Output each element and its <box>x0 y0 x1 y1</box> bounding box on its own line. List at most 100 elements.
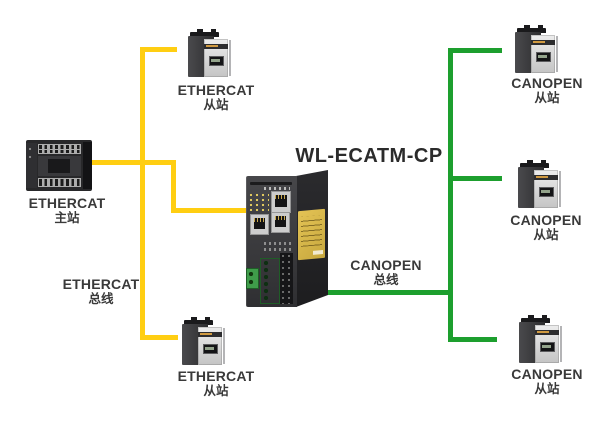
terminal-row-icon <box>39 179 80 183</box>
label-protocol: ETHERCAT <box>177 82 255 98</box>
label-protocol: ETHERCAT <box>28 195 106 211</box>
drive-foot <box>528 315 534 319</box>
canopen-slave-bottom-label: CANOPEN 从站 <box>511 367 582 397</box>
drive-display-readout <box>205 347 214 350</box>
drive-heatsink-fin <box>229 40 231 76</box>
canopen-slave-top-label: CANOPEN 从站 <box>511 76 582 106</box>
label-role: 从站 <box>534 382 560 396</box>
ethercat-master-device <box>26 140 92 191</box>
rj45-port-icon <box>271 212 290 233</box>
drive-display-readout <box>211 59 220 62</box>
drive-foot <box>211 29 216 33</box>
ethercat-bus-label: ETHERCAT 总线 <box>63 277 140 307</box>
drive-display-readout <box>541 190 550 193</box>
drive-heatsink-fin <box>223 328 225 364</box>
label-kind: 总线 <box>88 292 114 306</box>
plc-terminal-strip-top <box>38 144 81 154</box>
drive-heatsink-fin <box>560 326 562 362</box>
label-protocol: ETHERCAT <box>177 368 255 384</box>
canopen-bus-segment-gateway-out <box>300 290 453 295</box>
drive-display-readout <box>538 55 547 58</box>
gateway-vent-slot <box>250 182 292 185</box>
rj45-port-icon <box>271 191 291 213</box>
canopen-bus-label: CANOPEN 总线 <box>350 258 421 288</box>
drive-foot <box>542 315 547 319</box>
drive-heatsink-fin <box>556 36 558 72</box>
canopen-slave-top-device <box>515 25 559 73</box>
ethercat-slave-top-device <box>188 29 232 77</box>
ethercat-bus-segment-master-feed <box>90 160 176 165</box>
label-protocol: CANOPEN <box>511 366 583 382</box>
ethercat-bus-segment-branch-bottom <box>140 335 178 340</box>
drive-logo-icon <box>533 41 545 43</box>
label-protocol: CANOPEN <box>510 212 582 228</box>
drive-logo-icon <box>200 333 212 335</box>
drive-top-cap <box>184 320 213 325</box>
ethercat-slave-top-label: ETHERCAT 从站 <box>178 83 255 113</box>
canopen-bus-segment-trunk <box>448 48 453 342</box>
gateway-led-labels <box>264 187 290 190</box>
sticker-code-patch <box>313 249 323 255</box>
ethercat-bus-segment-connector-v <box>171 160 176 213</box>
label-role: 从站 <box>203 384 229 398</box>
drive-foot <box>541 160 546 164</box>
canopen-slave-middle-device <box>518 160 562 208</box>
drive-foot <box>197 29 203 33</box>
canopen-bus-segment-branch-middle <box>448 176 502 181</box>
terminal-row-icon <box>39 149 80 153</box>
ethercat-bus-segment-trunk <box>140 47 145 340</box>
label-protocol: ETHERCAT <box>62 276 140 292</box>
plc-connector-slot <box>48 159 70 173</box>
drive-foot <box>527 160 533 164</box>
canopen-bus-segment-branch-top <box>448 48 502 53</box>
ethercat-bus-segment-branch-top <box>140 47 177 52</box>
ethercat-slave-bottom-label: ETHERCAT 从站 <box>178 369 255 399</box>
drive-top-cap <box>517 28 546 33</box>
label-role: 从站 <box>533 228 559 242</box>
pin-header-icon <box>280 253 293 304</box>
rj45-jack <box>253 217 266 230</box>
drive-display-readout <box>542 345 551 348</box>
label-kind: 总线 <box>373 273 399 287</box>
gateway-device <box>246 168 328 307</box>
drive-foot <box>205 317 210 321</box>
terminal-block-icon <box>246 268 259 289</box>
canopen-bus-segment-branch-bottom <box>448 337 497 342</box>
drive-top-cap <box>190 32 219 37</box>
gateway-status-leds <box>264 242 291 245</box>
drive-logo-icon <box>206 45 218 47</box>
label-role: 主站 <box>54 211 80 225</box>
drive-top-cap <box>521 318 550 323</box>
gateway-status-leds <box>264 248 291 251</box>
terminal-row-icon <box>39 145 80 149</box>
rj45-jack <box>274 215 287 228</box>
plc-terminal-strip-bottom <box>38 178 81 187</box>
drive-heatsink-fin <box>559 171 561 207</box>
ethercat-slave-bottom-device <box>182 317 226 365</box>
plc-cpu-unit <box>26 143 37 188</box>
terminal-row-icon <box>39 182 80 186</box>
drive-foot <box>524 25 530 29</box>
plc-front-panel <box>38 156 81 176</box>
canopen-slave-middle-label: CANOPEN 从站 <box>510 213 581 243</box>
sticker-text-lines <box>301 215 322 247</box>
ethercat-bus-segment-to-gateway <box>171 208 251 213</box>
drive-logo-icon <box>536 176 548 178</box>
gateway-model-title: WL-ECATM-CP <box>295 145 443 167</box>
label-role: 从站 <box>203 98 229 112</box>
gateway-spec-sticker <box>298 208 325 261</box>
drive-logo-icon <box>537 331 549 333</box>
drive-foot <box>538 25 543 29</box>
label-protocol: CANOPEN <box>350 257 422 273</box>
drive-top-cap <box>520 163 549 168</box>
terminal-block-icon <box>260 258 280 304</box>
led-grid-icon <box>249 193 269 211</box>
rj45-jack <box>274 194 288 208</box>
ethercat-master-label: ETHERCAT 主站 <box>29 196 106 226</box>
rj45-port-icon <box>250 214 269 235</box>
canopen-slave-bottom-device <box>519 315 563 363</box>
label-protocol: CANOPEN <box>511 75 583 91</box>
drive-foot <box>191 317 197 321</box>
label-role: 从站 <box>534 91 560 105</box>
